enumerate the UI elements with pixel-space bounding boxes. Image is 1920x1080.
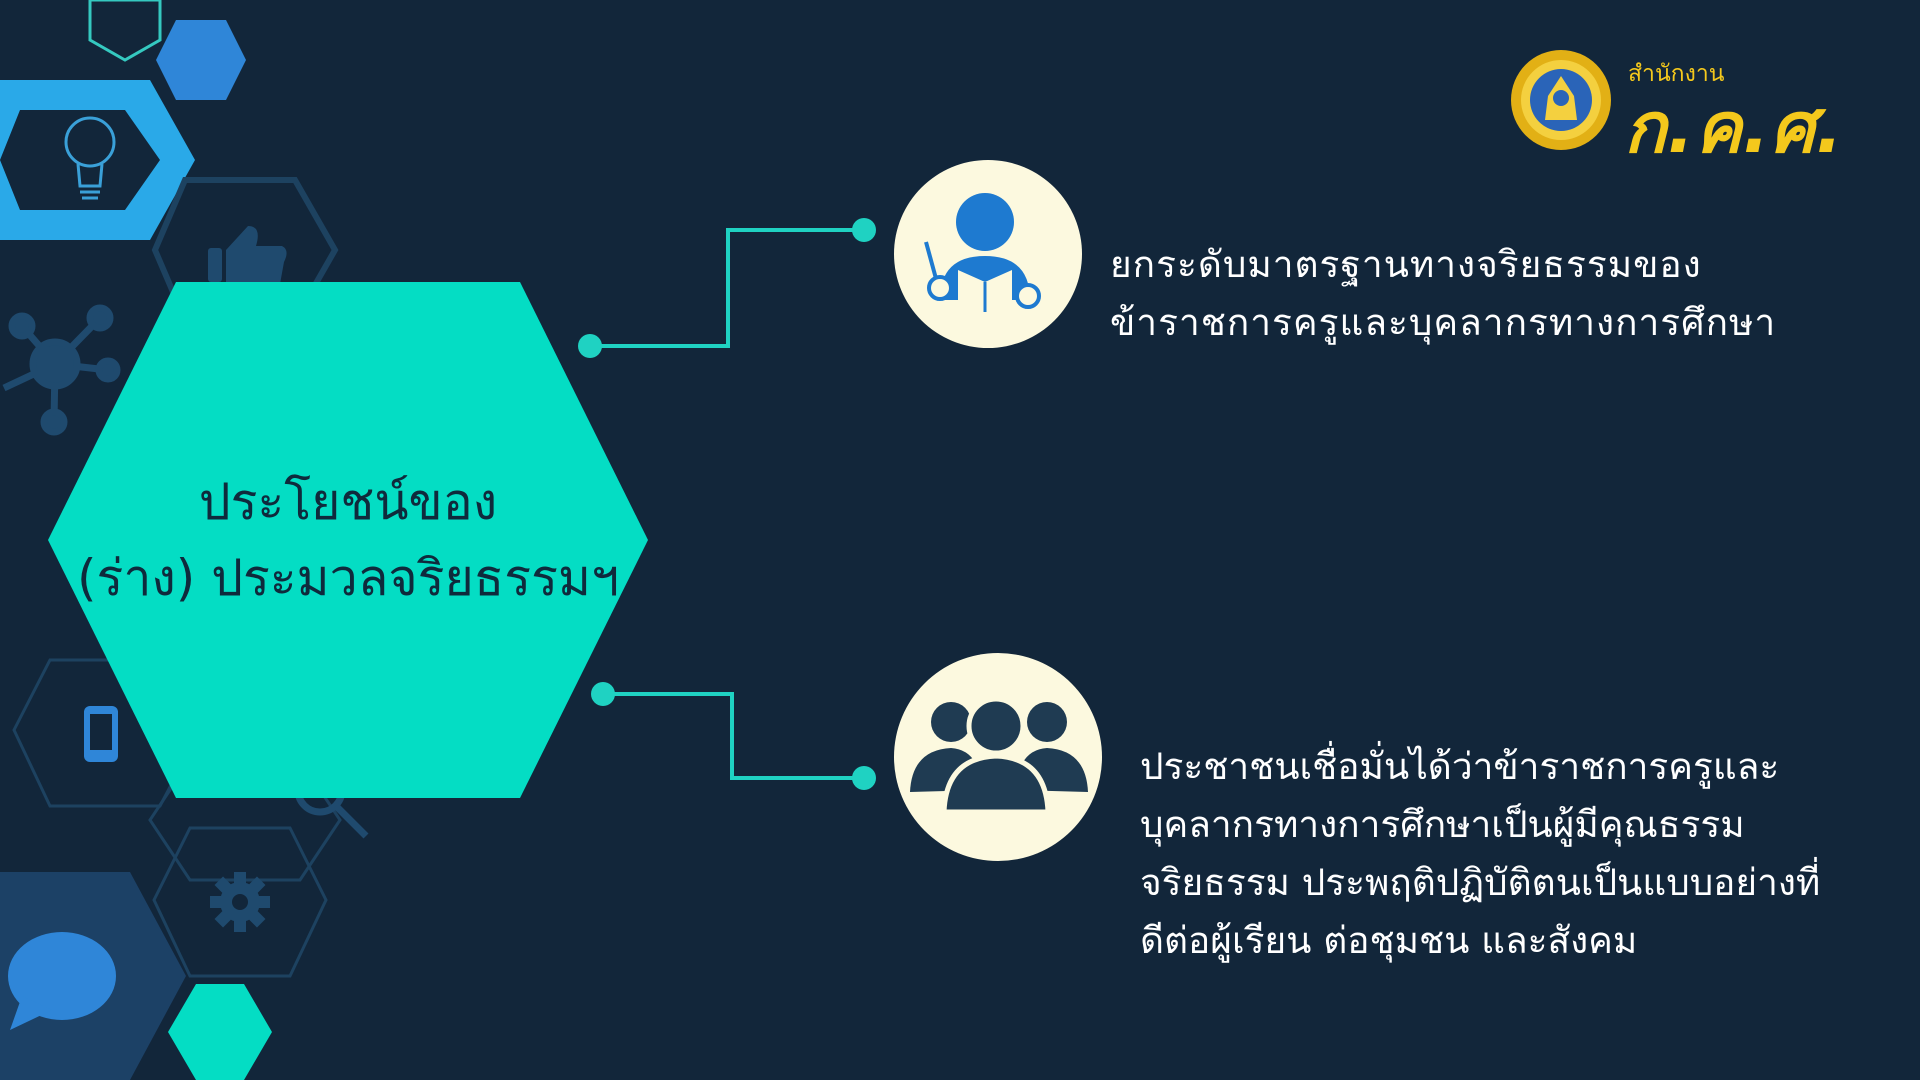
benefit-1-line-1: ยกระดับมาตรฐานทางจริยธรรมของ	[1110, 243, 1702, 286]
benefit-2-line-2: บุคลากรทางการศึกษาเป็นผู้มีคุณธรรม	[1140, 803, 1745, 846]
benefit-1-text: ยกระดับมาตรฐานทางจริยธรรมของ ข้าราชการคร…	[1110, 236, 1776, 352]
benefit-2-line-1: ประชาชนเชื่อมั่นได้ว่าข้าราชการครูและ	[1140, 745, 1780, 788]
chat-bubble-icon	[8, 932, 116, 1030]
lightbulb-icon	[64, 116, 116, 200]
connector-top-end-dot	[852, 218, 876, 242]
hex-gear-frame	[152, 826, 328, 978]
title-line-2: (ร่าง) ประมวลจริยธรรมฯ	[76, 549, 620, 607]
connector-top-start-dot	[578, 334, 602, 358]
connector-top	[590, 228, 864, 348]
benefit-2-line-3: จริยธรรม ประพฤติปฏิบัติตนเป็นแบบอย่างที่	[1140, 861, 1821, 904]
people-group-icon	[910, 696, 1088, 815]
thumbs-up-icon	[208, 226, 287, 284]
connector-bottom	[603, 692, 864, 780]
emblem-seal-icon	[1511, 50, 1611, 150]
network-icon	[2, 304, 121, 436]
benefit-1-line-2: ข้าราชการครูและบุคลากรทางการศึกษา	[1110, 301, 1777, 344]
benefit-2-line-4: ดีต่อผู้เรียน ต่อชุมชน และสังคม	[1140, 919, 1638, 962]
page-title: ประโยชน์ของ (ร่าง) ประมวลจริยธรรมฯ	[48, 282, 648, 798]
hex-outline-top	[88, 0, 162, 62]
connector-bottom-start-dot	[591, 682, 615, 706]
phone-icon	[84, 706, 118, 762]
title-hexagon	[48, 282, 648, 798]
gear-icon	[210, 872, 270, 932]
benefit-2-text: ประชาชนเชื่อมั่นได้ว่าข้าราชการครูและ บุ…	[1140, 738, 1820, 970]
connector-bottom-end-dot	[852, 766, 876, 790]
hex-blue-small	[156, 20, 246, 100]
teacher-reading-icon	[924, 193, 1041, 312]
logo-small-text: สำนักงาน	[1628, 61, 1725, 87]
hex-teal-small	[168, 984, 272, 1080]
hex-lightbulb-inner	[0, 110, 160, 210]
benefit-1-icon-circle	[894, 160, 1082, 348]
logo-big-text: ก.ค.ศ.	[1624, 87, 1844, 169]
title-line-1: ประโยชน์ของ	[198, 473, 498, 531]
